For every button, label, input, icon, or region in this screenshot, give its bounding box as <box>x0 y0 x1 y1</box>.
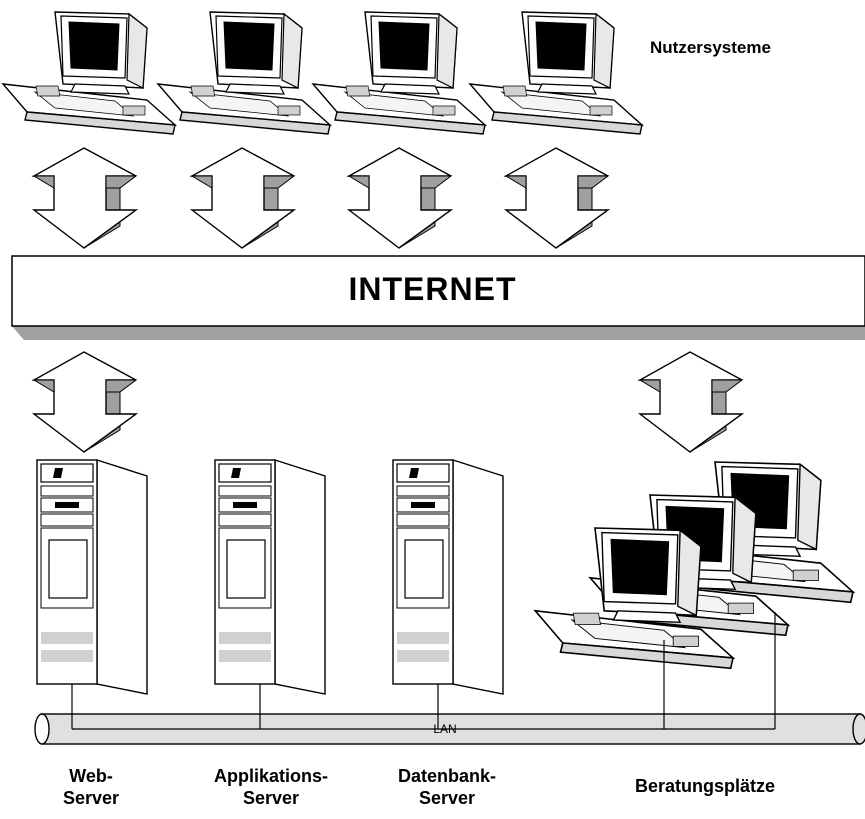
double-arrow <box>33 351 137 453</box>
database-server-label: Datenbank- Server <box>352 766 542 810</box>
user-workstation <box>157 11 331 135</box>
double-arrow <box>639 351 743 453</box>
lan-cable <box>34 713 865 745</box>
internet-label: INTERNET <box>348 271 517 307</box>
application-server-label: Applikations- Server <box>176 766 366 810</box>
lan-label: LAN <box>433 722 457 736</box>
user-workstation <box>469 11 643 135</box>
application-server-label-line2: Server <box>242 787 300 808</box>
internet-bar <box>11 255 865 340</box>
double-arrow <box>505 147 609 249</box>
double-arrow <box>348 147 452 249</box>
application-server-icon <box>214 459 326 695</box>
database-server-label-line1: Datenbank- <box>397 766 496 786</box>
double-arrow <box>33 147 137 249</box>
lan-connections <box>71 612 776 729</box>
user-workstation <box>312 11 486 135</box>
double-arrow <box>191 147 295 249</box>
database-server-icon <box>392 459 504 695</box>
web-server-label: Web- Server <box>0 766 186 810</box>
advisory-desks-label: Beratungsplätze <box>634 776 776 796</box>
web-server-label-line2: Server <box>62 787 120 808</box>
user-systems-label: Nutzersysteme <box>650 38 771 57</box>
user-workstation <box>2 11 176 135</box>
database-server-label-line2: Server <box>418 787 476 808</box>
application-server-label-line1: Applikations- <box>213 766 328 786</box>
web-server-label-line1: Web- <box>69 766 113 786</box>
web-server-icon <box>36 459 148 695</box>
